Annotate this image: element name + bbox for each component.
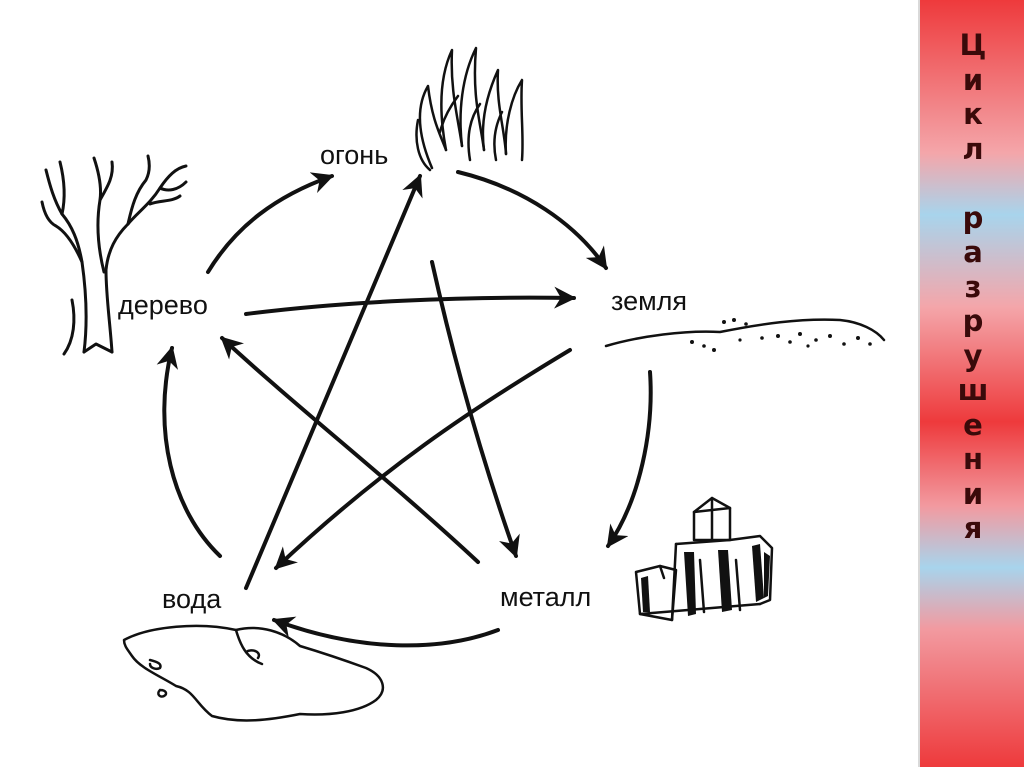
title-letter: я: [963, 511, 983, 545]
title-letter: з: [964, 269, 982, 304]
title-letter: и: [962, 476, 984, 511]
water-illustration: [122, 624, 385, 722]
label-water: вода: [162, 584, 222, 614]
vertical-title: Ц и к л р а з р у ш е н и я: [920, 28, 1024, 546]
metal-illustration: [634, 496, 774, 622]
label-earth: земля: [611, 286, 687, 316]
arrow-water-to-fire: [244, 173, 423, 590]
earth-illustration: [604, 318, 886, 352]
arrow-wood-to-fire: [206, 172, 335, 274]
title-letter: н: [962, 442, 984, 476]
arrow-metal-to-water: [271, 616, 500, 648]
title-letter: р: [962, 200, 984, 235]
title-letter: е: [963, 407, 983, 442]
outer-cycle-arrows: [156, 170, 653, 648]
title-letter: и: [962, 62, 984, 97]
inner-star-arrows: [220, 173, 577, 590]
arrow-earth-to-metal: [606, 370, 653, 548]
title-letter: к: [963, 97, 983, 131]
title-letter: л: [962, 131, 984, 166]
arrow-wood-to-earth: [244, 286, 577, 316]
label-wood: дерево: [118, 290, 208, 320]
arrow-metal-to-wood: [220, 336, 480, 564]
title-letter: Ц: [959, 28, 987, 62]
arrow-earth-to-water: [274, 348, 572, 570]
title-letter: у: [963, 338, 983, 373]
fire-illustration: [415, 46, 524, 172]
label-fire: огонь: [320, 140, 388, 170]
arrow-fire-to-earth: [456, 170, 608, 270]
title-letter: ш: [957, 373, 989, 407]
title-letter: р: [962, 304, 984, 338]
five-elements-diagram: огонь земля металл вода дерево: [40, 46, 886, 722]
arrow-fire-to-metal: [430, 260, 520, 559]
arrow-water-to-wood: [156, 345, 222, 558]
tree-illustration: [40, 154, 188, 356]
label-metal: металл: [500, 582, 591, 612]
title-letter: а: [963, 235, 983, 269]
